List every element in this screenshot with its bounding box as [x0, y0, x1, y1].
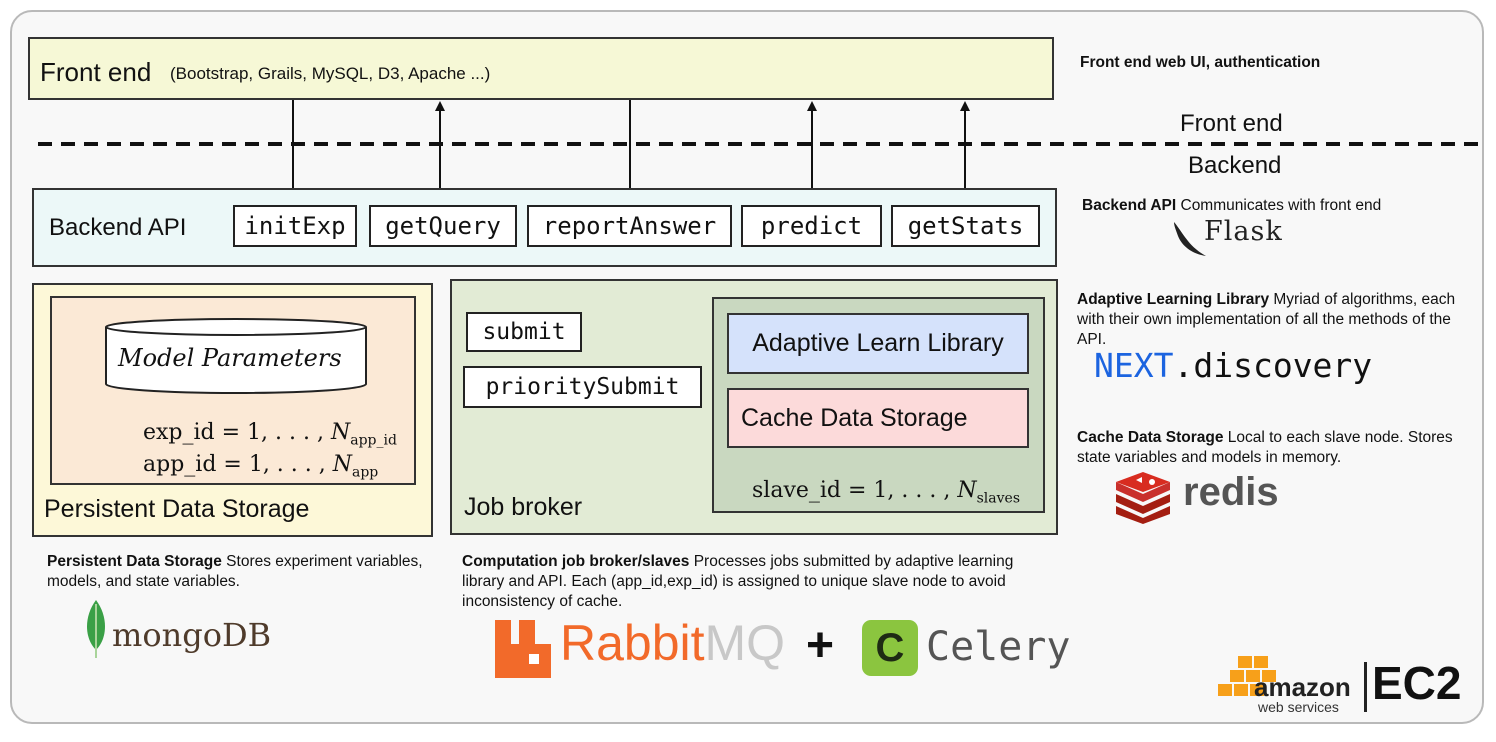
method-initexp: initExp: [233, 205, 357, 247]
app-id-equation: app_id = 1, . . . , Napp: [143, 452, 378, 480]
exp-id-equation: exp_id = 1, . . . , Napp_id: [143, 420, 397, 448]
frontend-title: Front end: [40, 57, 152, 87]
cache-description: Cache Data Storage Local to each slave n…: [1077, 428, 1467, 468]
slave-id-equation: slave_id = 1, . . . , Nslaves: [752, 478, 1020, 506]
slave-lhs: slave_id = 1, . . . ,: [752, 478, 958, 503]
model-parameters-cylinder: [105, 318, 367, 394]
rabbitmq-logo-b: MQ: [704, 615, 786, 671]
redis-cube-icon: [1116, 472, 1170, 524]
ec2-logo: EC2: [1372, 657, 1462, 709]
rabbitmq-logo-a: Rabbit: [560, 615, 705, 671]
eq2-sub: app: [352, 464, 379, 481]
method-getstats: getStats: [891, 205, 1040, 247]
persistent-title: Persistent Data Storage: [44, 495, 310, 523]
celery-icon-letter: C: [875, 625, 905, 670]
eq1-sub: app_id: [350, 432, 397, 449]
plus-sign: +: [806, 619, 835, 672]
slave-n: N: [957, 478, 977, 503]
flask-logo: Flask: [1204, 216, 1283, 247]
redis-logo: redis: [1183, 470, 1279, 514]
frontend-description: Front end web UI, authentication: [1080, 53, 1470, 73]
backend-api-title: Backend API: [49, 214, 187, 241]
method-reportanswer: reportAnswer: [527, 205, 732, 247]
submit-box: submit: [466, 312, 582, 352]
backend-description-bold: Backend API: [1082, 197, 1177, 214]
amazon-subtitle: web services: [1258, 699, 1339, 715]
persistent-description-text: Stores experiment variables, models, and…: [47, 553, 423, 590]
aws-cubes-icon: [1218, 656, 1276, 696]
priority-submit-box: prioritySubmit: [463, 366, 702, 408]
celery-icon: C: [862, 620, 918, 676]
cache-description-bold: Cache Data Storage: [1077, 429, 1224, 446]
frontend-box: Front end (Bootstrap, Grails, MySQL, D3,…: [28, 37, 1054, 100]
flask-horn-icon: [1174, 222, 1206, 256]
backend-description-text: Communicates with front end: [1176, 197, 1382, 214]
adaptive-description-bold: Adaptive Learning Library: [1077, 291, 1270, 308]
mongodb-logo: mongoDB: [112, 616, 272, 654]
eq2-lhs: app_id = 1, . . . ,: [143, 452, 333, 477]
mongodb-leaf-icon: [87, 600, 105, 658]
divider-label-backend: Backend: [1188, 152, 1282, 179]
cache-data-storage-box: Cache Data Storage: [727, 388, 1029, 448]
amazon-logo: amazon: [1254, 672, 1351, 702]
divider-label-frontend: Front end: [1180, 110, 1283, 137]
broker-description: Computation job broker/slaves Processes …: [462, 552, 1052, 612]
cache-description-text: Local to each slave node. Stores state v…: [1077, 429, 1453, 466]
adaptive-description: Adaptive Learning Library Myriad of algo…: [1077, 290, 1467, 350]
persistent-description-bold: Persistent Data Storage: [47, 553, 222, 570]
next-logo-a: NEXT: [1094, 346, 1174, 385]
aws-divider: [1364, 662, 1367, 712]
broker-description-bold: Computation job broker/slaves: [462, 553, 690, 570]
cylinder-label: Model Parameters: [118, 344, 342, 372]
backend-api-box: Backend API: [32, 188, 1057, 267]
slave-sub: slaves: [976, 490, 1020, 507]
broker-description-text: Processes jobs submitted by adaptive lea…: [462, 553, 1014, 610]
eq1-n: N: [330, 420, 351, 445]
eq1-lhs: exp_id = 1, . . . ,: [143, 420, 331, 445]
persistent-description: Persistent Data Storage Stores experimen…: [47, 552, 427, 592]
celery-logo: Celery: [926, 624, 1071, 670]
adaptive-learn-library-box: Adaptive Learn Library: [727, 313, 1029, 374]
next-discovery-logo: NEXT.discovery: [1094, 346, 1372, 385]
method-getquery: getQuery: [369, 205, 517, 247]
next-logo-b: .discovery: [1173, 346, 1373, 385]
frontend-subtitle: (Bootstrap, Grails, MySQL, D3, Apache ..…: [170, 64, 491, 83]
rabbitmq-icon: [495, 620, 551, 678]
method-predict: predict: [741, 205, 882, 247]
cache-data-storage-label: Cache Data Storage: [741, 403, 968, 432]
eq2-n: N: [332, 452, 352, 477]
frontend-description-text: Front end web UI, authentication: [1080, 54, 1321, 71]
adaptive-learn-library-label: Adaptive Learn Library: [752, 329, 1004, 357]
job-broker-title: Job broker: [464, 493, 583, 521]
rabbitmq-logo: RabbitMQ: [560, 614, 785, 672]
adaptive-description-text: Myriad of algorithms, each with their ow…: [1077, 291, 1456, 348]
backend-description: Backend API Communicates with front end: [1082, 196, 1472, 216]
